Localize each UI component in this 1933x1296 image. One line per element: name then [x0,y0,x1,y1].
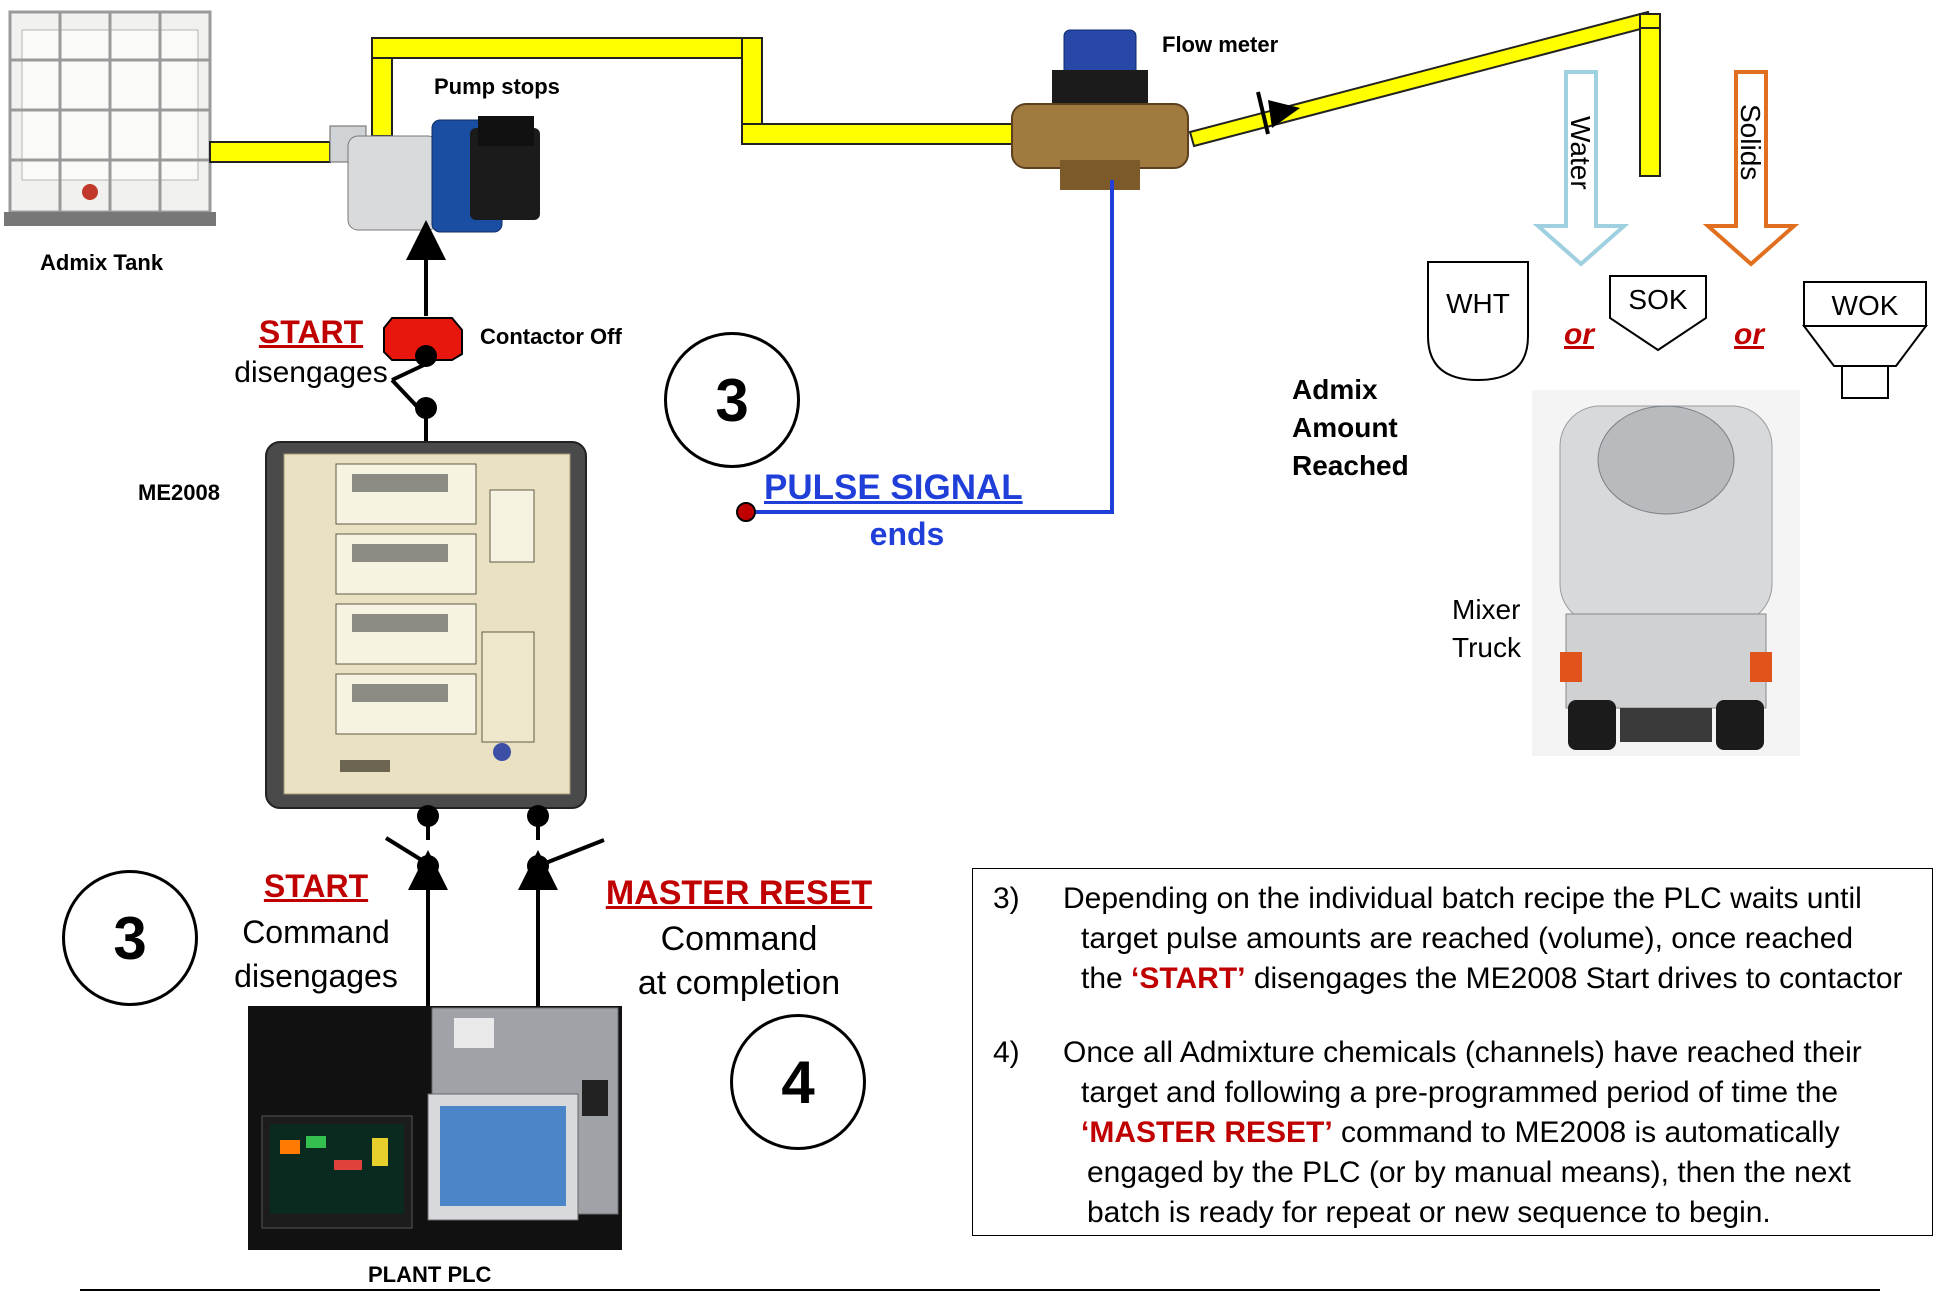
sok-label: SOK [1628,284,1688,315]
note-3-line-3-a: the [1081,961,1132,995]
start-top-sub: disengages [234,356,388,389]
note-4-number: 4) [993,1036,1020,1069]
step-3-bottom-badge: 3 [62,870,198,1006]
note-3-number: 3) [993,882,1020,915]
note-4-line-1: Once all Admixture chemicals (channels) … [1063,1036,1862,1069]
admix-amount-line1: Admix [1292,374,1378,405]
mixer-truck-image [1532,390,1800,756]
or-label-1: or [1564,318,1594,351]
flow-meter-label: Flow meter [1162,32,1279,57]
note-4-body: Once all Admixture chemicals (channels) … [1063,1033,1862,1232]
plant-plc-image [248,1006,622,1250]
pulse-signal-line [746,180,1114,514]
pump-label: Pump stops [434,74,560,99]
start-top-title: START [258,314,364,350]
contactor-label: Contactor Off [480,324,622,349]
note-4-line-3-b: command to ME2008 is automatically [1332,1115,1840,1149]
note-3-line-3-c: disengages the ME2008 Start drives to co… [1245,961,1903,995]
note-3-line-3: the ‘START’ disengages the ME2008 Start … [1063,959,1903,999]
master-reset-sub1: Command [660,920,818,958]
water-arrow [1532,70,1630,267]
note-3-body: Depending on the individual batch recipe… [1063,879,1903,999]
or-label-2: or [1734,318,1764,351]
wok-shape [1802,281,1928,399]
note-3-start-highlight: ‘START’ [1131,961,1246,995]
admix-amount-line3: Reached [1292,450,1409,481]
wht-label: WHT [1446,288,1510,319]
sok-shape [1609,275,1707,352]
mixer-truck-label-1: Mixer [1452,594,1521,625]
admix-amount-line2: Amount [1292,412,1398,443]
master-reset-sub2: at completion [637,964,841,1002]
notes-box: 3) Depending on the individual batch rec… [972,868,1933,1236]
note-4-line-5: batch is ready for repeat or new sequenc… [1087,1195,1771,1229]
note-3-line-1: Depending on the individual batch recipe… [1063,882,1862,915]
wok-label: WOK [1831,290,1899,321]
pump-image [329,116,540,233]
master-reset-title: MASTER RESET [605,874,873,912]
start-top-label: START [206,314,416,351]
solids-label: Solids [1735,104,1766,181]
note-4-line-3: ‘MASTER RESET’ command to ME2008 is auto… [1063,1113,1862,1153]
check-valve-arrow [1256,91,1300,135]
mixer-truck-label-2: Truck [1452,632,1521,663]
note-4-master-reset-highlight: ‘MASTER RESET’ [1081,1115,1333,1149]
flow-meter-image [1011,29,1189,190]
note-3-line-2: target pulse amounts are reached (volume… [1081,921,1854,955]
me2008-controller-image [265,441,587,809]
admix-tank-image [4,10,216,226]
plc-label: PLANT PLC [368,1262,492,1287]
contactor-image [383,317,463,367]
step-4-badge: 4 [730,1014,866,1150]
pulse-signal-endpoint [736,502,756,522]
pulse-signal-label: PULSE SIGNAL [764,468,1023,507]
controller-label: ME2008 [138,480,220,505]
solids-arrow [1702,70,1800,267]
start-bottom-title: START [263,868,369,904]
wht-shape [1427,261,1529,382]
admix-tank-label: Admix Tank [40,250,164,275]
master-reset-label: MASTER RESET [584,874,894,913]
start-bottom-sub1: Command [242,914,390,950]
step-3-top-badge: 3 [664,332,800,468]
start-bottom-label: START [218,868,414,905]
pulse-signal-sub: ends [869,516,945,552]
pipe-network [209,10,1661,177]
note-4-line-2: target and following a pre-programmed pe… [1081,1075,1839,1109]
start-bottom-sub2: disengages [234,958,398,994]
water-label: Water [1565,116,1596,190]
note-4-line-4: engaged by the PLC (or by manual means),… [1087,1155,1851,1189]
